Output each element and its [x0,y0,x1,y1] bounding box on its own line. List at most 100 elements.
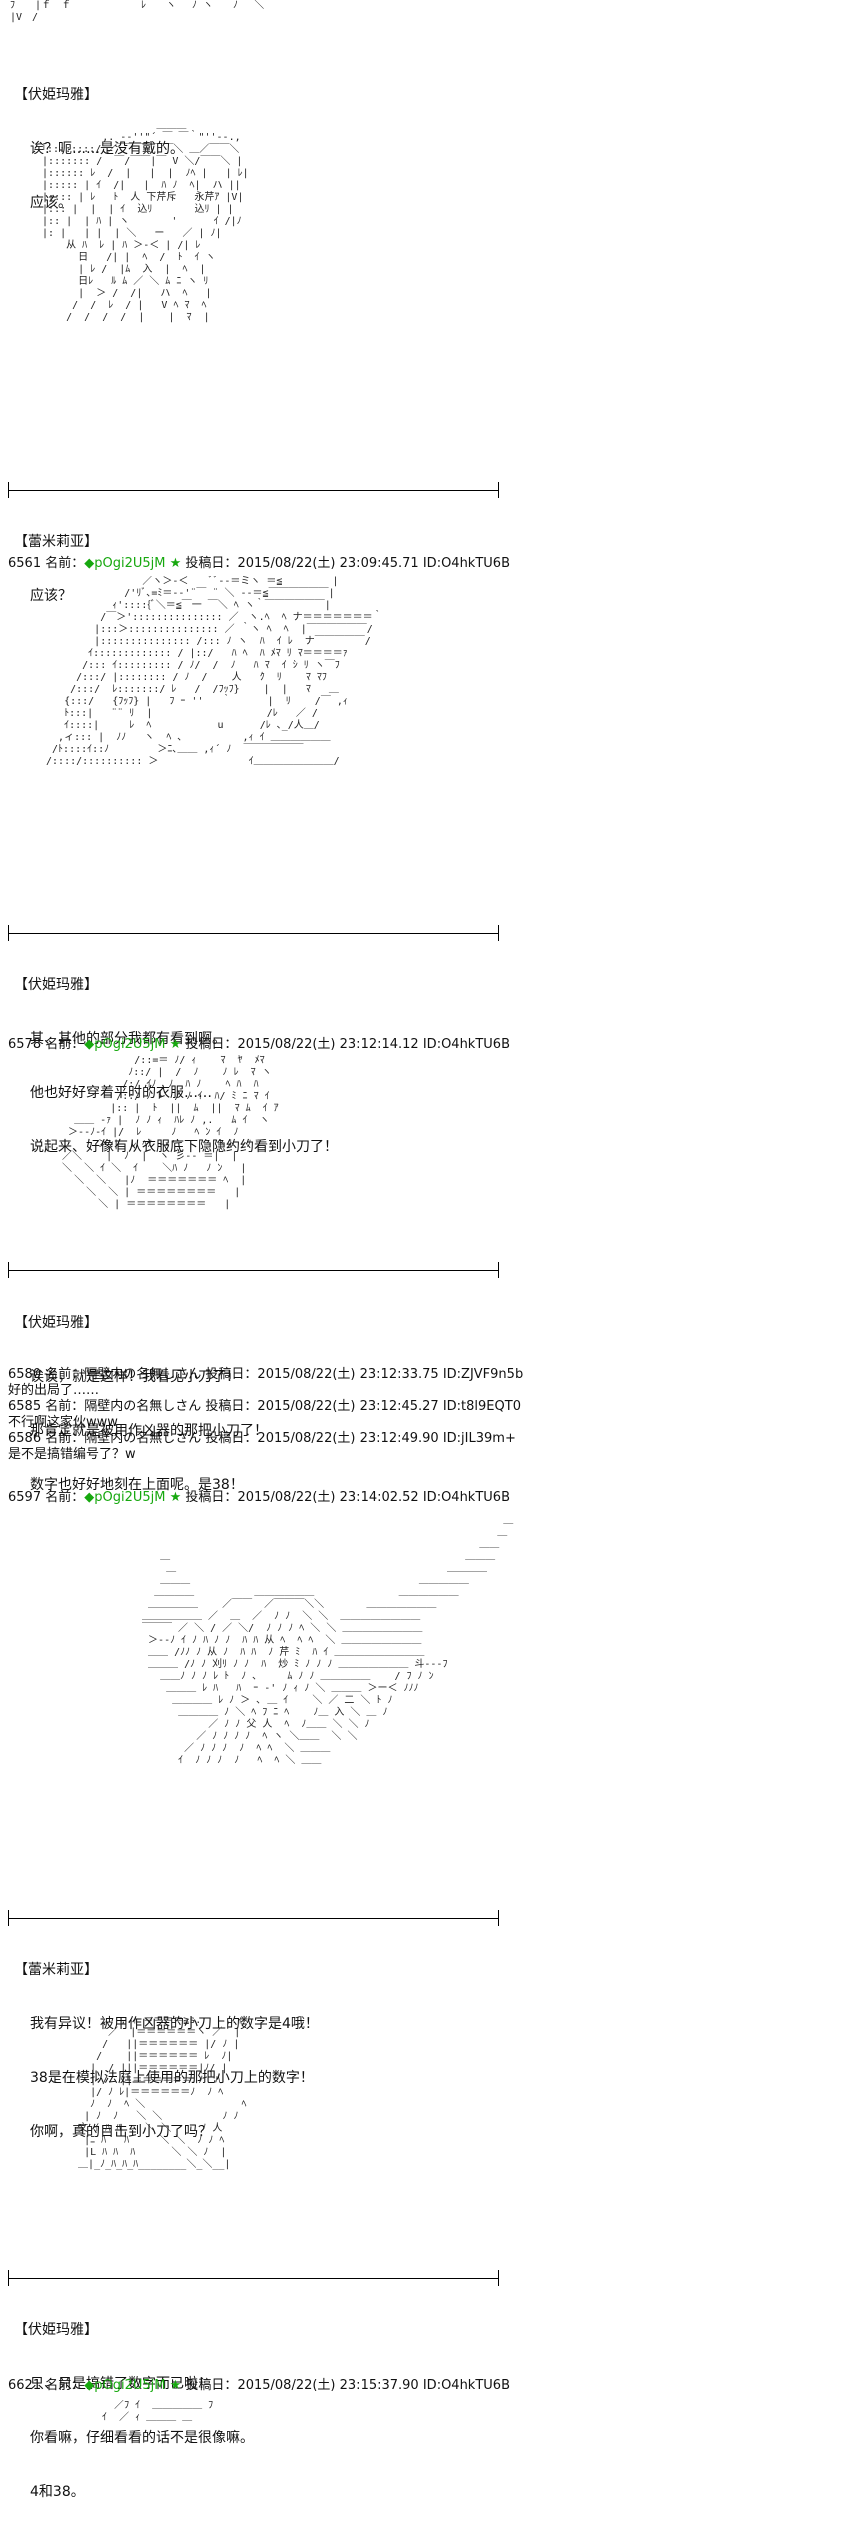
post-id: ID:O4hkTU6B [422,556,510,571]
separator-line [8,1270,498,1271]
post-date-label: 投稿日： [205,1431,258,1446]
ascii-art-character: /::=＝ ﾉ/ ｨ ﾏ ﾔ ﾒﾏ ﾉ::/ | / ﾉ ﾉ ﾚ ﾏ ヽ /:/… [62,1055,279,1210]
dialog-line: 诶？呃……是没有戴的。 [30,141,184,157]
post-number: 6621 [8,2378,42,2393]
poster-name[interactable]: 隔壁内の名無しさん [84,1399,202,1414]
dialog-line: 你看嘛，仔细看看的话不是很像嘛。 [30,2430,254,2446]
post-name-label: 名前： [45,1037,85,1052]
post-number: 6586 [8,1431,42,1446]
ascii-art-character: ,.ｨ ＝＝＝＝≧s. ,.ｨ ／ |＝＝＝＝＝＝ヽ ／ | / ||＝＝＝＝＝… [78,2015,247,2170]
post-header: 6580 名前：隔壁内の名無しさん 投稿日：2015/08/22(土) 23:1… [8,1367,523,1383]
post-date: 2015/08/22(土) 23:12:45.27 [257,1399,439,1414]
dialog-line: 只、只是搞错了数字而已啦！ [30,2376,212,2392]
post-name-label: 名前： [45,1490,85,1505]
separator-line [8,933,498,934]
poster-name[interactable]: 隔壁内の名無しさん [84,1431,202,1446]
post-date-label: 投稿日： [185,556,238,571]
separator-tick [498,1262,499,1278]
dialog-block: 【伏姫玛雅】 其、其他的部分我都有看到啊。 他也好好穿着平时的衣服…… 说起来、… [14,940,338,1192]
separator-tick [498,2270,499,2286]
post-id: ID:jIL39m+ [442,1431,516,1446]
post-id: ID:O4hkTU6B [422,1490,510,1505]
post-body: 好的出局了…… [8,1383,100,1398]
post-date: 2015/08/22(土) 23:14:02.52 [237,1490,419,1505]
speaker-name: 【伏姫玛雅】 [14,2322,98,2338]
post-name-label: 名前： [45,1367,85,1382]
ascii-art-fragment-top: ﾌ |ｆ ｆ ﾚ ヽ ﾉ ヽ ﾉ ＼ |V / [10,0,265,23]
dialog-line: 其、其他的部分我都有看到啊。 [30,1031,226,1047]
dialog-line: 你啊，真的目击到小刀了吗？ [30,2124,212,2140]
separator-tick [8,482,9,498]
speaker-name: 【伏姫玛雅】 [14,87,98,103]
post-date-label: 投稿日： [185,1490,238,1505]
dialog-line: 他也好好穿着平时的衣服…… [30,1085,212,1101]
post-date: 2015/08/22(土) 23:15:37.90 [237,2378,419,2393]
post-id: ID:t8l9EQT0 [442,1399,521,1414]
post-header: 6621 名前：◆pOgi2U5jM ★ 投稿日：2015/08/22(土) 2… [8,2378,510,2394]
dialog-line: 数字也好好地刻在上面呢。是38！ [30,1477,244,1493]
separator-tick [8,1910,9,1926]
post-date-label: 投稿日： [205,1367,258,1382]
post-name-label: 名前： [45,2378,85,2393]
post-header: 6597 名前：◆pOgi2U5jM ★ 投稿日：2015/08/22(土) 2… [8,1490,510,1506]
post-id: ID:O4hkTU6B [422,2378,510,2393]
separator-tick [498,482,499,498]
post-date-label: 投稿日： [185,1037,238,1052]
post-date: 2015/08/22(土) 23:12:14.12 [237,1037,419,1052]
post-date: 2015/08/22(土) 23:12:33.75 [257,1367,439,1382]
dialog-line: 4和38。 [30,2484,85,2500]
poster-name[interactable]: ◆pOgi2U5jM ★ [84,2378,182,2393]
separator-line [8,2278,498,2279]
ascii-art-character: ＿ ＿ ＿＿ ＿ ＿＿＿ ＿ [142,1515,514,1766]
post-date: 2015/08/22(土) 23:12:49.90 [257,1431,439,1446]
poster-name[interactable]: ◆pOgi2U5jM ★ [84,1490,182,1505]
dialog-block: 【蕾米莉亚】 我有异议！被用作凶器的小刀上的数字是4哦！ 38是在模拟法庭上使用… [14,1925,319,2177]
speaker-name: 【伏姫玛雅】 [14,1315,98,1331]
post-number: 6585 [8,1399,42,1414]
dialog-line: 38是在模拟法庭上使用的那把小刀上的数字！ [30,2070,314,2086]
dialog-line: 那肯定就是被用作凶器的那把小刀了！ [30,1423,268,1439]
dialog-block: 【伏姫玛雅】 诶诶，就是这样！我看见小刀了！ 那肯定就是被用作凶器的那把小刀了！… [14,1278,268,1530]
post-id: ID:O4hkTU6B [422,1037,510,1052]
separator-tick [8,925,9,941]
dialog-block: 【蕾米莉亚】 应该？ [14,497,98,641]
poster-name[interactable]: ◆pOgi2U5jM ★ [84,1037,182,1052]
separator-tick [8,2270,9,2286]
dialog-line: 应该？ [30,588,72,604]
post-date-label: 投稿日： [185,2378,238,2393]
post-body: 不行啊这家伙www [8,1415,118,1430]
post-id: ID:ZJVF9n5b [442,1367,524,1382]
separator-tick [8,1262,9,1278]
page: ﾌ |ｆ ｆ ﾚ ヽ ﾉ ヽ ﾉ ＼ |V / 【伏姫玛雅】 诶？呃……是没有戴… [8,0,523,2500]
separator-tick [498,1910,499,1926]
separator-line [8,1918,498,1919]
post-header: 6561 名前：◆pOgi2U5jM ★ 投稿日：2015/08/22(土) 2… [8,556,510,572]
speaker-name: 【伏姫玛雅】 [14,977,98,993]
ascii-art-character: ＿＿＿ ,. -‐''"´ ￣ ￣｀"''‐-., ｢::::::::/ ／￣￣… [42,120,249,323]
post-header: 6578 名前：◆pOgi2U5jM ★ 投稿日：2015/08/22(土) 2… [8,1037,510,1053]
post-date-label: 投稿日： [205,1399,258,1414]
separator-line [8,490,498,491]
poster-name[interactable]: ◆pOgi2U5jM ★ [84,556,182,571]
poster-name[interactable]: 隔壁内の名無しさん [84,1367,202,1382]
dialog-line: 应该。 [30,195,72,211]
dialog-line: 诶诶，就是这样！我看见小刀了！ [30,1369,240,1385]
dialog-line: 说起来、好像有从衣服底下隐隐约约看到小刀了！ [30,1139,338,1155]
post-name-label: 名前： [45,1431,85,1446]
ascii-art-character: ／ヽ＞-＜￣￣ﾞﾞ‐-＝ミヽ ＝≦￣￣￣￣￣| /'ﾘﾞ､=ﾐ＝-‐'¨￣ ¨ … [46,576,383,767]
separator-tick [498,925,499,941]
speaker-name: 【蕾米莉亚】 [14,534,98,550]
post-header: 6586 名前：隔壁内の名無しさん 投稿日：2015/08/22(土) 23:1… [8,1431,516,1447]
post-number: 6578 [8,1037,42,1052]
speaker-name: 【蕾米莉亚】 [14,1962,98,1978]
dialog-line: 我有异议！被用作凶器的小刀上的数字是4哦！ [30,2016,319,2032]
post-number: 6561 [8,556,42,571]
post-name-label: 名前： [45,556,85,571]
post-header: 6585 名前：隔壁内の名無しさん 投稿日：2015/08/22(土) 23:1… [8,1399,521,1415]
dialog-block: 【伏姫玛雅】 诶？呃……是没有戴的。 应该。 [14,50,184,248]
post-date: 2015/08/22(土) 23:09:45.71 [237,556,419,571]
post-name-label: 名前： [45,1399,85,1414]
post-body: 是不是搞错编号了？w [8,1447,136,1462]
post-number: 6597 [8,1490,42,1505]
ascii-art-fragment-bottom: ／ﾌ ｲ ＿＿＿＿＿ ﾌ ｲ ／ ｨ ＿＿＿ ＿ [102,2400,214,2423]
